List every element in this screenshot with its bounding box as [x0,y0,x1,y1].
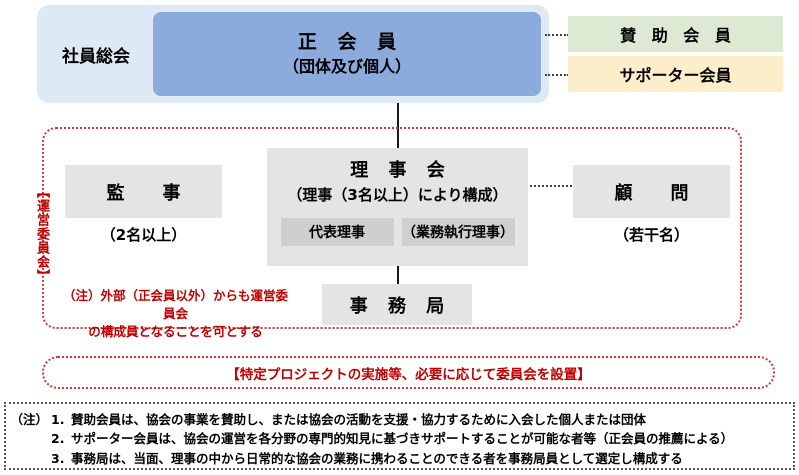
steering-committee-note: （注）外部（正会員以外）からも運営委員会 の構成員となることを可とする [58,287,293,341]
regular-member-subtitle: （団体及び個人） [282,57,411,77]
board-subtitle: （理事（3名以上）により構成） [287,186,508,204]
steering-note-line-1: （注）外部（正会員以外）からも運営委員会 [62,288,288,322]
footnote-number: 3. [51,450,65,466]
steering-committee-label: 【運営委員会】 [34,185,49,283]
connector-board-to-advisor [530,185,572,187]
footnote-row: 2. サポーター会員は、協会の運営を各分野の専門的知見に基づきサポートすることが… [6,429,793,448]
connector-regular-to-supporter [545,74,569,76]
footnote-number: 2. [51,431,65,447]
auditor-box: 監 事 [65,165,222,218]
footnote-prefix: （注） [10,412,48,427]
connector-regular-to-supporting [545,34,569,36]
footnote-text: サポーター会員は、協会の運営を各分野の専門的知見に基づきサポートすることが可能な… [71,431,734,447]
advisor-count-note: （若干名） [613,226,689,244]
footnote-text: 事務局は、当面、理事の中から日常的な協会の業務に携わることのできる者を事務局員と… [71,450,683,466]
executive-director-box: （業務執行理事） [401,218,515,246]
footnote-prefix-spacer [6,449,51,468]
steering-note-line-2: の構成員となることを可とする [88,324,263,340]
general-meeting-label: 社員総会 [62,46,130,67]
representative-director-box: 代表理事 [280,218,394,246]
connector-general-meeting-to-board [397,103,399,150]
connector-board-to-office [397,266,399,284]
footnote-prefix-spacer [6,429,51,448]
footnote-text: 賛助会員は、協会の事業を賛助し、または協会の活動を支援・協力するために入会した個… [71,412,647,427]
footnote-number: 1. [51,412,65,427]
advisor-box: 顧 問 [573,165,730,218]
footnote-row: 3. 事務局は、当面、理事の中から日常的な協会の業務に携わることのできる者を事務… [6,449,793,468]
steering-committee-container [42,127,742,329]
board-inner-roles: 代表理事 （業務執行理事） [267,218,528,246]
secretariat-box: 事 務 局 [322,284,472,325]
board-title: 理 事 会 [350,160,452,181]
supporter-member-box: サポーター会員 [568,56,783,92]
footnote-row: （注） 1. 賛助会員は、協会の事業を賛助し、または協会の活動を支援・協力するた… [6,410,793,429]
supporting-member-box: 賛 助 会 員 [568,16,783,52]
regular-member-title: 正 会 員 [297,31,404,54]
regular-member-box: 正 会 員 （団体及び個人） [153,12,541,96]
project-committee-box: 【特定プロジェクトの実施等、必要に応じて委員会を設置】 [42,356,775,389]
auditor-count-note: （2名以上） [100,226,187,244]
footnotes-container: （注） 1. 賛助会員は、協会の事業を賛助し、または協会の活動を支援・協力するた… [4,402,795,470]
board-of-directors-box: 理 事 会 （理事（3名以上）により構成） 代表理事 （業務執行理事） [267,148,528,266]
